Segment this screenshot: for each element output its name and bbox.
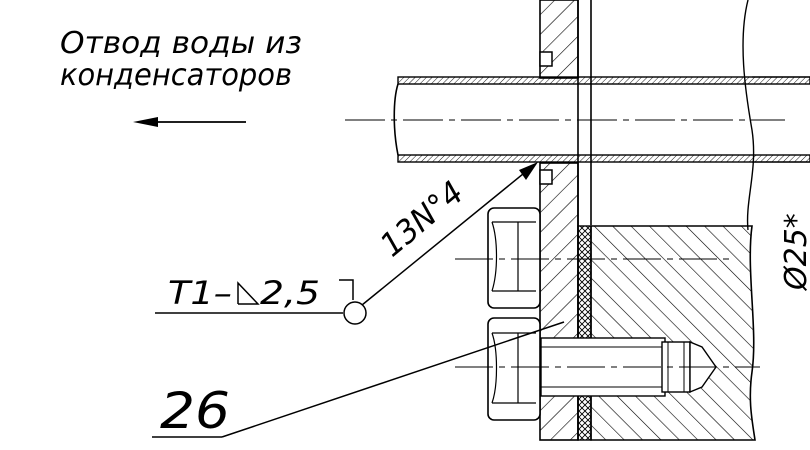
part-callout: 26 [152,321,565,440]
weld-all-around-circle [343,301,367,325]
weld-mark: 13N°4 [373,173,471,264]
flange-block [540,225,756,441]
weld-bracket [339,279,354,300]
part-number: 26 [160,382,230,440]
weld-size: 2,5 [260,274,320,312]
leader-arrow-head [519,162,538,180]
diameter-mark: Ø25* [779,213,810,292]
weld-symbol-prefix: T1– [168,274,232,312]
weld-symbol: T1– 2,5 13N°4 [155,162,538,325]
flow-label-line2: конденсаторов [60,58,292,93]
pipe [345,0,810,231]
weld-triangle-symbol [237,281,260,305]
bolt-head-upper [487,207,541,309]
flow-annotation: Отвод воды из конденсаторов [60,26,302,127]
gasket [577,225,592,441]
flow-label-line1: Отвод воды из [60,26,302,61]
flow-arrow-head [133,117,158,127]
